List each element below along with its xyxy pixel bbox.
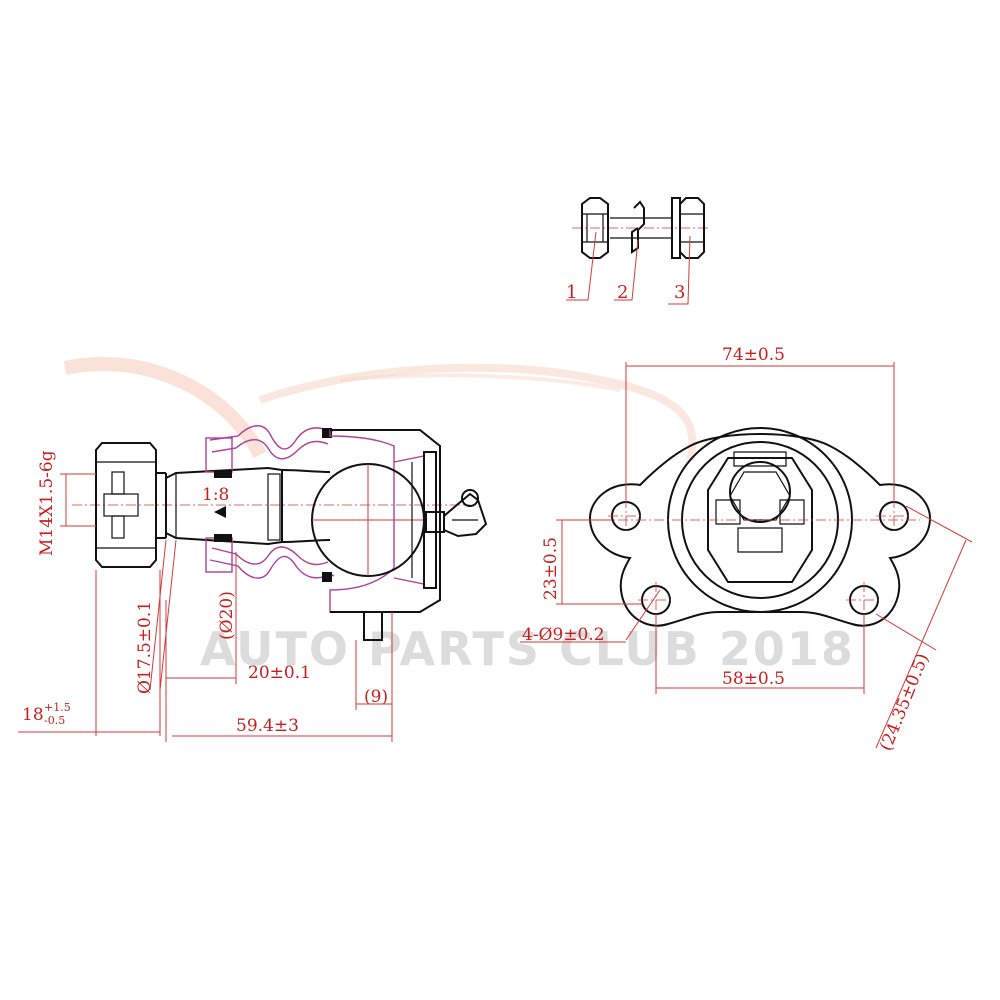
dust-boot	[205, 425, 335, 582]
parts-group: 1 2 3	[566, 197, 710, 305]
watermark-logo	[63, 357, 697, 461]
taper-length: 20±0.1	[248, 663, 311, 683]
side-section-view	[72, 425, 488, 641]
part-label-2: 2	[617, 282, 628, 303]
taper-ratio: 1:8	[202, 485, 229, 505]
overall-width: 74±0.5	[722, 345, 785, 365]
part-3-locknut	[671, 197, 705, 259]
total-length: 59.4±3	[236, 716, 299, 736]
taper-diameter: Ø17.5±0.1	[135, 601, 155, 694]
watermark-text: AUTO PARTS CLUB 2018	[200, 622, 855, 676]
grease-fitting	[425, 489, 488, 538]
stud-length: 18	[22, 705, 44, 725]
top-dimensions: 74±0.5 23±0.5 4-Ø9±0.2 58±0.5 (24.35±0.5…	[520, 345, 973, 754]
housing-section	[311, 429, 441, 613]
part-2-pin	[610, 200, 672, 254]
boot-diameter: (Ø20)	[217, 591, 237, 640]
bottom-plug	[363, 611, 383, 641]
top-view	[588, 427, 932, 627]
hole-spacing: 58±0.5	[722, 669, 785, 689]
stud-length-plus: +1.5	[44, 701, 71, 714]
vertical-offset: 23±0.5	[541, 537, 561, 600]
side-dimensions: M14X1.5-6g 1:8 Ø17.5±0.1 (Ø20) 20±0.1 (9…	[18, 450, 393, 742]
part-label-1: 1	[566, 282, 577, 303]
tapered-stud	[165, 466, 331, 546]
fitting-length: (9)	[364, 687, 388, 707]
stud-nut	[95, 442, 167, 568]
thread-spec: M14X1.5-6g	[37, 450, 57, 556]
stud-length-minus: -0.5	[44, 714, 65, 727]
hole-spec: 4-Ø9±0.2	[522, 625, 605, 645]
diagonal-distance: (24.35±0.5)	[876, 651, 933, 754]
part-label-3: 3	[674, 282, 685, 303]
